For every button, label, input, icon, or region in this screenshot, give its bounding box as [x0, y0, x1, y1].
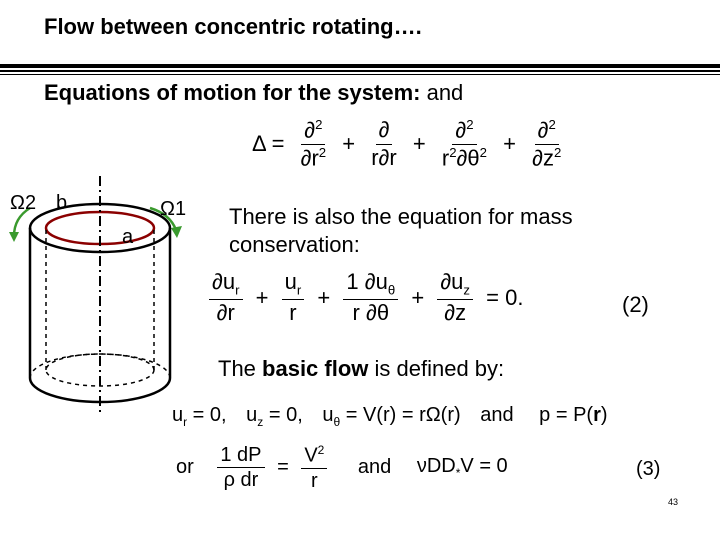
equation-number-3: (3) — [636, 458, 661, 480]
radius-a-label: a — [122, 226, 134, 248]
eq-row2-rhs: νDD*V = 0 — [416, 455, 508, 481]
equations-heading-plain: and — [420, 80, 464, 105]
omega2-label: Ω2 — [10, 192, 37, 214]
basic-flow-bold: basic flow — [262, 356, 369, 381]
concentric-cylinders-diagram — [9, 176, 182, 415]
basic-flow-sentence: The basic flow is defined by: — [218, 356, 504, 382]
omega1-arrowhead — [171, 226, 182, 238]
eq-row2-or: or — [176, 456, 194, 479]
continuity-rhs: = 0. — [486, 284, 524, 310]
equations-heading-bold: Equations of motion for the system: — [44, 80, 421, 105]
radius-b-label: b — [56, 192, 68, 214]
laplacian-lhs: Δ = — [252, 131, 285, 157]
basic-flow-suffix: is defined by: — [368, 356, 505, 381]
slide-number: 43 — [667, 497, 678, 507]
equations-heading: Equations of motion for the system: and — [44, 80, 463, 106]
plus-sign: + — [342, 131, 356, 157]
eq-row2-and: and — [357, 456, 392, 479]
laplacian-term-1: ∂2∂r2 — [300, 117, 327, 170]
basic-flow-eq-row1: ur = 0, uz = 0, uθ = V(r) = rΩ(r) and p … — [172, 404, 608, 429]
title-rule-hairline — [0, 74, 720, 75]
laplacian-term-4: ∂2∂z2 — [532, 117, 562, 170]
plus-sign: + — [503, 131, 516, 157]
laplacian-term-2: ∂r∂r — [371, 117, 397, 170]
eq-row1-and: and — [480, 404, 514, 426]
basic-flow-prefix: The — [218, 356, 263, 381]
title-rule-thick — [0, 64, 720, 68]
mass-conservation-line1: There is also the equation for mass — [229, 204, 573, 229]
omega1-label: Ω1 — [160, 198, 187, 220]
omega2-arrowhead — [9, 232, 19, 242]
mass-conservation-line2: conservation: — [229, 232, 360, 257]
continuity-term-1: ∂ur∂r — [209, 269, 243, 325]
eq-row2-equals: = — [277, 456, 289, 479]
plus-sign: + — [412, 131, 426, 157]
title-rule-thin — [0, 70, 720, 72]
continuity-term-4: ∂uz∂z — [437, 269, 474, 325]
equation-number-2: (2) — [622, 292, 649, 317]
slide-title: Flow between concentric rotating…. — [44, 14, 422, 39]
